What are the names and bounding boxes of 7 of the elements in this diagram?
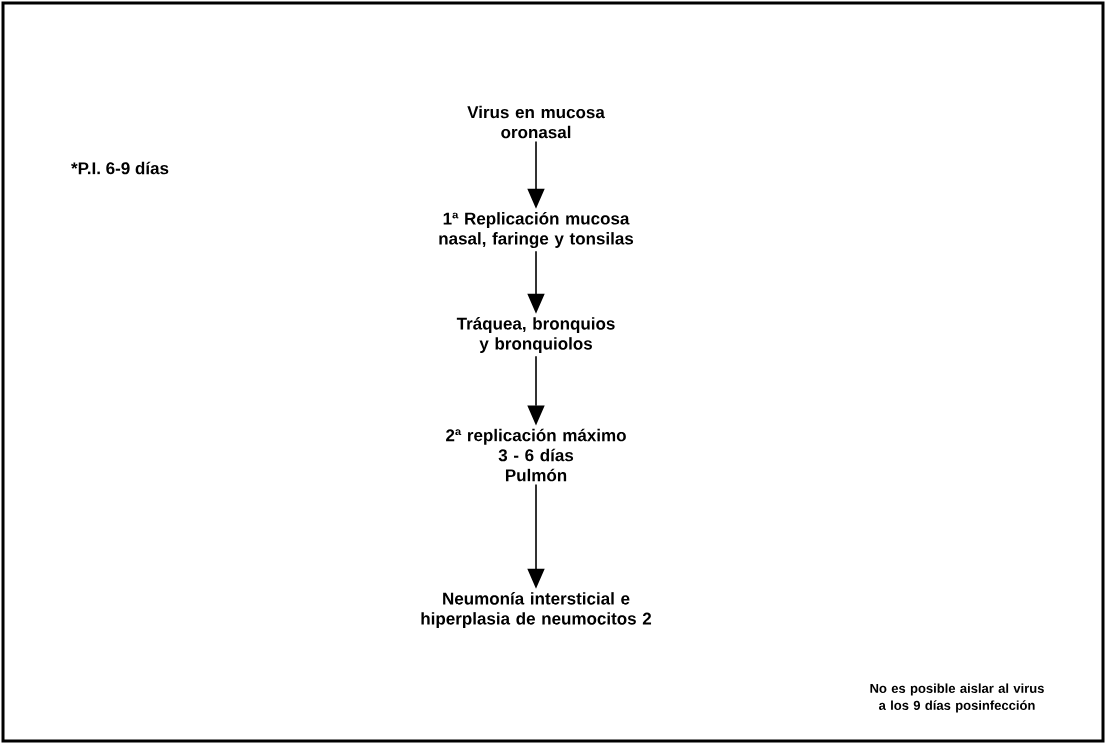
- step-text: Tráquea, bronquios y bronquiolos: [456, 317, 615, 353]
- note: *P.I. 6-9 días: [71, 161, 169, 175]
- note: No es posible aislar al virus a los 9 días posinfección: [870, 683, 1044, 713]
- step-text: Neumonía intersticial e hiperplasia de neumocitos 2: [421, 592, 652, 628]
- step-text: Virus en mucosa oronasal: [467, 105, 605, 139]
- step-text: 1ª Replicación mucosa nasal, faringe y tonsilas: [439, 211, 634, 249]
- step-text: 2ª replicación máximo 3 - 6 días Pulmón: [446, 428, 626, 482]
